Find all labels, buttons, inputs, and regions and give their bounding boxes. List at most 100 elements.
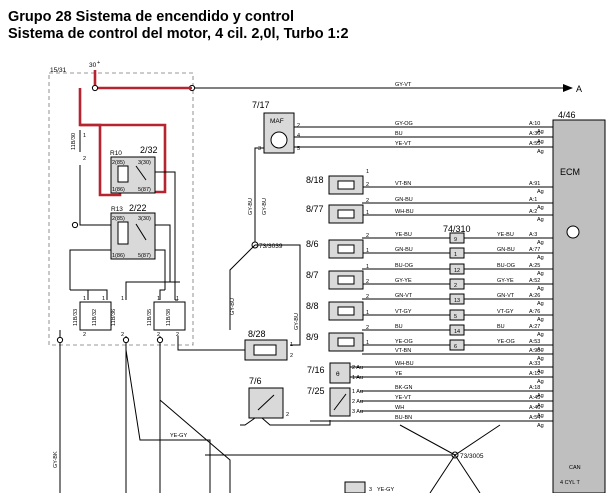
ecm-wire-label-3: VT-BN bbox=[395, 181, 411, 187]
ecm-ag-1: Ag bbox=[537, 139, 544, 145]
ecm-pin-label-19: A:46 bbox=[529, 405, 540, 411]
ecm-pin-label-14: A:95 bbox=[529, 348, 540, 354]
ecm-wire-label-13: YE-OG bbox=[395, 339, 413, 345]
wire-relay2-86 bbox=[69, 249, 111, 290]
ecm-pin-label-11: A:76 bbox=[529, 309, 540, 315]
connector-right-wire-3: GY-YE bbox=[497, 278, 514, 284]
ecm-ag-11: Ag bbox=[537, 317, 544, 323]
ecm-wire-label-0: GY-OG bbox=[395, 121, 413, 127]
ecm-ag-9: Ag bbox=[537, 286, 544, 292]
connector-pin-2: 12 bbox=[454, 268, 460, 274]
ecm-pin-label-8: A:25 bbox=[529, 263, 540, 269]
wire-gy-bk-label: GY-BK bbox=[53, 451, 59, 468]
wire-fuse-36 bbox=[125, 281, 180, 300]
ecm-cyl-label: 4 CYL T bbox=[560, 480, 581, 486]
wire-ye-gy-bottom: YE-GY bbox=[377, 487, 394, 493]
connector-pin-box-7 bbox=[449, 339, 465, 351]
connector-right-wire-6: BU bbox=[497, 324, 505, 330]
ecm-ag-3: Ag bbox=[537, 189, 544, 195]
fuse-pin-h: 2 bbox=[157, 332, 160, 338]
fuse-pin-f: 2 bbox=[83, 332, 86, 338]
ecm-body bbox=[552, 119, 606, 493]
ecm-wire-label-8: BU-OG bbox=[395, 263, 413, 269]
connector-pin-box-4 bbox=[449, 293, 465, 305]
wire-relay2-feed bbox=[79, 165, 111, 226]
fuse-pin-a: 1 bbox=[83, 296, 86, 302]
fuse-pin-e: 1 bbox=[176, 296, 179, 302]
junction-30 bbox=[91, 84, 99, 92]
relay-r13-p87: 5(87) bbox=[138, 253, 151, 259]
wire-gy-bu-1: GY-BU bbox=[248, 198, 254, 215]
relay-r10-ref: 2/32 bbox=[140, 145, 158, 155]
connector-pin-4: 13 bbox=[454, 298, 460, 304]
ecm-ag-13: Ag bbox=[537, 347, 544, 353]
wire-gy-bu-4: GY-BU bbox=[294, 313, 300, 330]
ecm-id: 4/46 bbox=[558, 110, 576, 120]
ecm-ag-18: Ag bbox=[537, 403, 544, 409]
maf-pin4: 4 bbox=[297, 133, 300, 139]
connector-pin-3: 2 bbox=[454, 283, 457, 289]
wire-gy-vt-label: GY-VT bbox=[395, 82, 412, 88]
wire-3039-gy-bu bbox=[229, 244, 256, 330]
ecm-wire-label-11: VT-GY bbox=[395, 309, 412, 315]
sensor-7-16-pin2: 2 Au bbox=[352, 365, 363, 371]
sensor-7-25-id: 7/25 bbox=[307, 386, 325, 396]
relay-r13-p85: 2(85) bbox=[112, 216, 125, 222]
ecm-ag-2: Ag bbox=[537, 149, 544, 155]
component-8-28-pin2: 2 bbox=[290, 353, 293, 359]
component-bottom-pin: 3 bbox=[369, 487, 372, 493]
sensor-7-16-pin1: 1 Au bbox=[352, 375, 363, 381]
relay-r13-p30: 3(30) bbox=[138, 216, 151, 222]
wire-ye-gy-label: YE-GY bbox=[170, 433, 187, 439]
diagram-title: Grupo 28 Sistema de encendido y control … bbox=[8, 9, 349, 43]
junction-fuse35 bbox=[156, 336, 164, 344]
connector-pin-0: 9 bbox=[454, 237, 457, 243]
wire-gy-bu-2: GY-BU bbox=[262, 198, 268, 215]
connector-74-310: 74/310 9YE-BU1GN-BU12BU-OG2GY-YE13GN-VT5… bbox=[443, 224, 515, 351]
wire-relay1-87 bbox=[155, 171, 176, 300]
ecm-pin-label-15: A:33 bbox=[529, 361, 540, 367]
sensor-7-16: θ 7/16 2 Au 1 Au bbox=[307, 362, 363, 384]
ecm-ag-7: Ag bbox=[537, 255, 544, 261]
ecm-pin-label-2: A:55 bbox=[529, 141, 540, 147]
fuse-bank-left bbox=[79, 301, 112, 331]
connector-pin-box-0 bbox=[449, 232, 465, 244]
relay-r10: 2/32 R10 2(85) 3(30) 1(86) 5(87) bbox=[110, 145, 158, 194]
maf-pin3: 3 bbox=[258, 146, 261, 152]
connector-right-wire-7: YE-OG bbox=[497, 339, 515, 345]
maf-sensor: MAF 7/17 2 4 3 5 bbox=[252, 100, 300, 154]
sensor-7-16-id: 7/16 bbox=[307, 365, 325, 375]
junction-fuse36 bbox=[122, 336, 130, 344]
ecm-ag-20: Ag bbox=[537, 423, 544, 429]
wire-fuse-32 bbox=[88, 289, 108, 300]
sensor-7-16-symbol: θ bbox=[336, 371, 340, 378]
ecm-wire-label-4: GN-BU bbox=[395, 197, 413, 203]
ecm-ag-12: Ag bbox=[537, 332, 544, 338]
sensor-7-25-pin1: 1 Au bbox=[352, 389, 363, 395]
term-30-label: 30 bbox=[89, 62, 97, 69]
ecm-pin-label-4: A:1 bbox=[529, 197, 537, 203]
wire-3005-branches bbox=[399, 424, 501, 493]
ecm-pin-label-12: A:27 bbox=[529, 324, 540, 330]
fuse-bank-right bbox=[153, 301, 186, 331]
ecm-can-label: CAN bbox=[569, 465, 581, 471]
ecm-wire-label-14: VT-BN bbox=[395, 348, 411, 354]
coil-i_818-id: 8/18 bbox=[306, 175, 324, 185]
connector-right-wire-1: GN-BU bbox=[497, 247, 515, 253]
switch-7-6-id: 7/6 bbox=[249, 376, 262, 386]
maf-pin5: 5 bbox=[297, 146, 300, 152]
ecm-ag-6: Ag bbox=[537, 240, 544, 246]
connector-74-310-id: 74/310 bbox=[443, 224, 471, 234]
ecm-ag-8: Ag bbox=[537, 271, 544, 277]
ecm-wire-label-1: BU bbox=[395, 131, 403, 137]
ecm-pin-label-13: A:53 bbox=[529, 339, 540, 345]
coil-i_86-id: 8/6 bbox=[306, 239, 319, 249]
relay-r13-switch bbox=[135, 223, 147, 241]
sensor-7-25-pin3: 3 Au bbox=[352, 409, 363, 415]
component-8-28: 8/28 1 2 bbox=[244, 329, 293, 361]
ecm-module: 4/46 ECM CAN 4 CYL T bbox=[552, 110, 606, 493]
ecm-pin-label-17: A:18 bbox=[529, 385, 540, 391]
